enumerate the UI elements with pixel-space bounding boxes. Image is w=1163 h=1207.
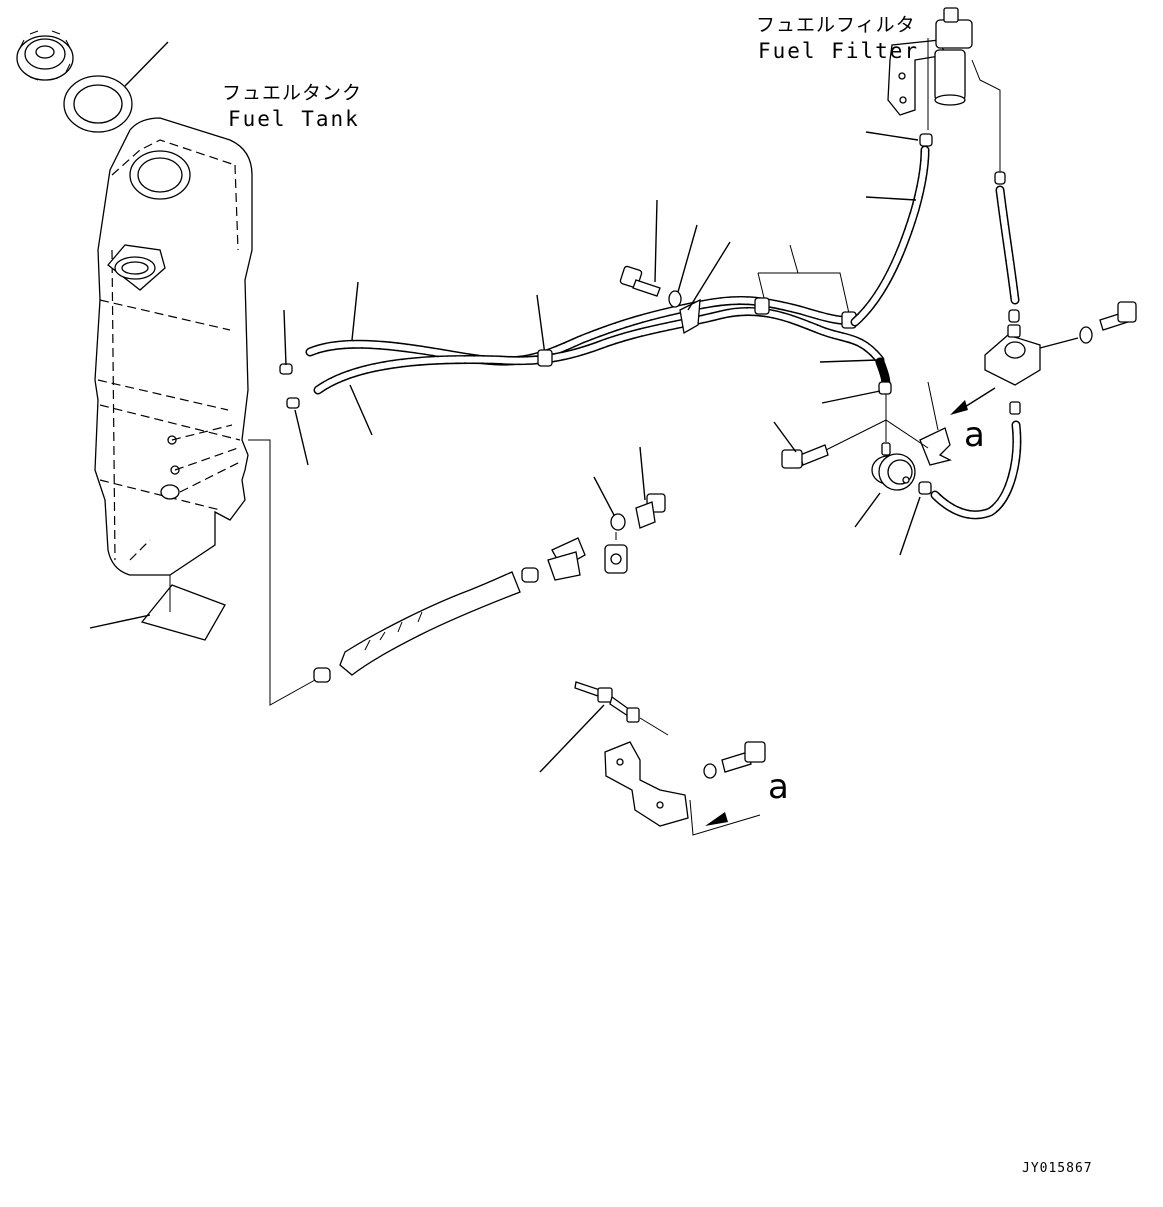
leader-line bbox=[757, 244, 851, 319]
drawing-code: JY015867 bbox=[1022, 1161, 1093, 1176]
leader-line bbox=[654, 199, 658, 283]
filter-feed-hose bbox=[850, 145, 930, 327]
leader-line bbox=[819, 359, 879, 363]
leader-line bbox=[89, 614, 151, 629]
bracket-icon bbox=[919, 427, 952, 466]
hose-clamp-icon bbox=[1008, 309, 1020, 323]
tank-outlet-line bbox=[248, 439, 316, 706]
pump-feed-hose bbox=[930, 420, 1022, 520]
fuel-return-hose bbox=[313, 306, 885, 395]
leader-line bbox=[124, 41, 169, 87]
drain-fitting-icon bbox=[574, 681, 669, 736]
hose-clamp-icon bbox=[994, 171, 1006, 185]
hose-clamp-icon bbox=[679, 298, 701, 335]
fuel-pump-icon bbox=[871, 442, 916, 491]
leader-line bbox=[899, 496, 921, 556]
bracket-icon bbox=[604, 741, 689, 827]
washer-icon bbox=[1079, 326, 1093, 344]
leader-line bbox=[283, 309, 287, 366]
leader-line bbox=[677, 224, 698, 293]
hose-clamp-icon bbox=[919, 133, 933, 147]
fuel-tank-label-en: Fuel Tank bbox=[228, 107, 360, 131]
leader-line bbox=[294, 409, 309, 466]
hose-clamp-icon bbox=[521, 567, 539, 583]
leader-line bbox=[865, 196, 917, 201]
fuel-cap-icon bbox=[16, 30, 74, 81]
leader-line bbox=[821, 381, 939, 453]
arrow-head-icon bbox=[705, 812, 728, 826]
washer-icon bbox=[610, 513, 626, 531]
water-separator-icon bbox=[984, 324, 1041, 415]
fuel-filter-label-en: Fuel Filter bbox=[758, 39, 920, 63]
leader-line bbox=[1039, 337, 1079, 349]
view-marker-a-lower: a bbox=[768, 767, 789, 807]
hose-clamp-icon bbox=[313, 667, 331, 683]
tank-pad-icon bbox=[140, 575, 226, 641]
drain-valve-icon bbox=[547, 532, 628, 581]
leader-line bbox=[854, 492, 881, 528]
separator-hose bbox=[995, 185, 1020, 305]
fuel-tank-icon bbox=[94, 117, 253, 576]
fuel-tank-label-jp: フュエルタンク bbox=[222, 82, 363, 104]
bolt-icon bbox=[619, 265, 661, 297]
hose-clamp-icon bbox=[537, 349, 553, 367]
washer-icon bbox=[668, 290, 682, 308]
leader-line bbox=[639, 446, 646, 501]
leader-line bbox=[351, 281, 359, 341]
fuel-supply-hose bbox=[305, 295, 855, 366]
bolt-icon bbox=[635, 493, 666, 529]
hose-clamp-icon bbox=[279, 363, 300, 409]
drain-hose bbox=[339, 571, 521, 676]
hose-clamp-icon bbox=[878, 381, 892, 395]
leader-line bbox=[865, 131, 919, 141]
bolt-icon bbox=[721, 741, 766, 773]
hose-clamp-icon bbox=[918, 481, 932, 495]
gasket-icon bbox=[63, 75, 133, 133]
view-arrow bbox=[689, 799, 761, 836]
leader-line bbox=[773, 421, 797, 453]
hose-clamp-icon bbox=[754, 297, 770, 315]
leader-line bbox=[539, 704, 605, 773]
bolt-icon bbox=[781, 444, 829, 469]
leader-line bbox=[687, 241, 731, 311]
washer-icon bbox=[703, 763, 717, 779]
leader-line bbox=[536, 294, 546, 356]
leader-line bbox=[349, 384, 373, 436]
fuel-filter-icon bbox=[887, 7, 1001, 172]
bolt-icon bbox=[1099, 301, 1137, 331]
fuel-filter-label-jp: フュエルフィルタ bbox=[756, 14, 916, 36]
arrow-head-icon bbox=[950, 400, 968, 415]
leader-line bbox=[593, 476, 615, 516]
view-marker-a-upper: a bbox=[964, 415, 985, 455]
leader-line bbox=[821, 390, 881, 404]
